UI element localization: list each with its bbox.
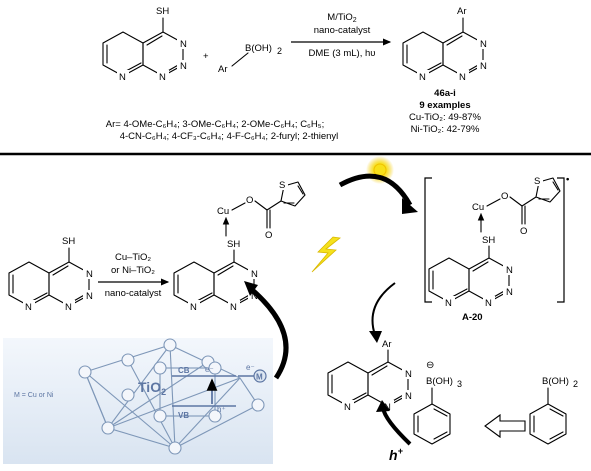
svg-text:SH: SH (227, 239, 240, 250)
svg-text:2: 2 (573, 379, 578, 389)
svg-text:B(OH): B(OH) (542, 376, 569, 387)
radical-intermediate-a20: • N N N N SH Cu O O S A-20 (424, 174, 570, 323)
examples-count: 9 examples (419, 100, 470, 111)
svg-text:N: N (480, 39, 487, 50)
svg-text:N: N (445, 298, 452, 309)
svg-text:B(OH): B(OH) (426, 376, 453, 387)
svg-text:S: S (534, 176, 540, 187)
aryl-scope-line1: Ar= 4-OMe-C₆H₄; 3-OMe-C₆H₄; 2-OMe-C₆H₄; … (106, 119, 324, 130)
copper-thiophene-complex: N N N N SH Cu O O S (173, 180, 306, 313)
electron-transfer-label: e⁻ (246, 363, 255, 372)
svg-text:N: N (506, 287, 513, 298)
n-atom: N (180, 61, 187, 72)
curved-arrow-proton (381, 407, 412, 446)
svg-text:N: N (480, 61, 487, 72)
metal-circle: M (256, 373, 263, 382)
final-product: N N N N Ar (327, 339, 414, 413)
compound-id: 46a-i (434, 88, 456, 99)
svg-text:nano-catalyst: nano-catalyst (105, 288, 162, 299)
svg-text:N: N (485, 298, 492, 309)
svg-text:N: N (506, 265, 513, 276)
svg-text:N: N (65, 302, 72, 313)
thiol-label: SH (156, 6, 169, 17)
svg-text:N: N (344, 402, 351, 413)
svg-text:M/TiO2: M/TiO2 (327, 12, 357, 24)
arylboronic-acid: Ar B(OH) 2 (218, 43, 282, 75)
tio2-label: TiO2 (138, 379, 166, 397)
svg-text:N: N (251, 291, 258, 302)
radical-dot: • (566, 174, 570, 185)
svg-text:S: S (279, 180, 285, 191)
svg-text:N: N (419, 72, 426, 83)
curved-arrow-regenerate (248, 286, 289, 380)
svg-text:SH: SH (62, 236, 75, 247)
plus-sign: + (203, 51, 209, 62)
svg-text:O: O (501, 191, 508, 202)
svg-text:N: N (86, 291, 93, 302)
aryl-label: Ar (218, 64, 228, 75)
n-atom: N (119, 72, 126, 83)
svg-text:Cu: Cu (217, 206, 229, 217)
proton-label: h+ (389, 446, 404, 463)
curved-arrow-release (371, 282, 396, 336)
tio2-nanoparticle-panel: M CB VB e⁻ e⁻ h⁺ TiO2 M = Cu or Ni (3, 338, 273, 464)
svg-text:SH: SH (482, 235, 495, 246)
svg-text:N: N (25, 302, 32, 313)
starting-thiol: N N N N SH (8, 236, 95, 313)
svg-text:3: 3 (457, 379, 462, 389)
svg-text:N: N (459, 72, 466, 83)
curved-arrow-photo (338, 173, 413, 207)
aryl-scope-line2: 4-CN-C₆H₄; 4-CF₃-C₆H₄; 4-F-C₆H₄; 2-furyl… (120, 131, 339, 142)
condition-catalyst: nano-catalyst (314, 25, 371, 36)
svg-text:O: O (246, 195, 253, 206)
aryl-borate: ⊖ B(OH) 3 (413, 360, 462, 445)
electron-label: e⁻ (205, 365, 214, 374)
condition-solvent: DME (3 mL), hυ (309, 48, 376, 59)
intermediate-label: A-20 (462, 312, 483, 323)
svg-text:N: N (251, 269, 258, 280)
svg-text:N: N (384, 402, 391, 413)
svg-text:N: N (190, 302, 197, 313)
reaction-conditions: M/TiO2 nano-catalyst DME (3 mL), hυ (291, 12, 392, 59)
svg-text:N: N (230, 302, 237, 313)
svg-text:Cu–TiO₂: Cu–TiO₂ (115, 252, 151, 263)
svg-text:N: N (86, 269, 93, 280)
svg-text:⊖: ⊖ (426, 360, 434, 371)
svg-text:2: 2 (277, 46, 282, 56)
svg-text:N: N (405, 391, 412, 402)
reactant-pyridopyrimidine-thiol: N N N N SH (102, 6, 189, 83)
catalyst-step: Cu–TiO₂ or Ni–TiO₂ nano-catalyst (98, 252, 170, 299)
svg-text:O: O (265, 230, 272, 241)
yield-cu: Cu-TiO₂: 49-87% (409, 112, 482, 123)
n-atom: N (180, 39, 187, 50)
product-aryl-pyridopyrimidine: N N N N Ar 46a-i 9 examples Cu-TiO₂: 49-… (402, 6, 489, 135)
svg-text:O: O (520, 226, 527, 237)
lightning-icon (311, 236, 341, 273)
svg-text:Ar: Ar (382, 339, 392, 350)
aryl-label: Ar (457, 6, 467, 17)
n-atom: N (159, 72, 166, 83)
vb-label: VB (178, 411, 189, 420)
phenylboronic-acid: B(OH) 2 (529, 376, 578, 445)
yield-ni: Ni-TiO₂: 42-79% (411, 124, 480, 135)
hole-label: h⁺ (217, 405, 226, 414)
svg-text:Cu: Cu (472, 202, 484, 213)
hollow-arrow (484, 413, 526, 439)
metal-legend: M = Cu or Ni (14, 392, 54, 399)
cb-label: CB (178, 366, 190, 375)
boronic-label: B(OH) (245, 43, 272, 54)
svg-text:N: N (405, 369, 412, 380)
svg-text:or Ni–TiO₂: or Ni–TiO₂ (111, 265, 155, 276)
